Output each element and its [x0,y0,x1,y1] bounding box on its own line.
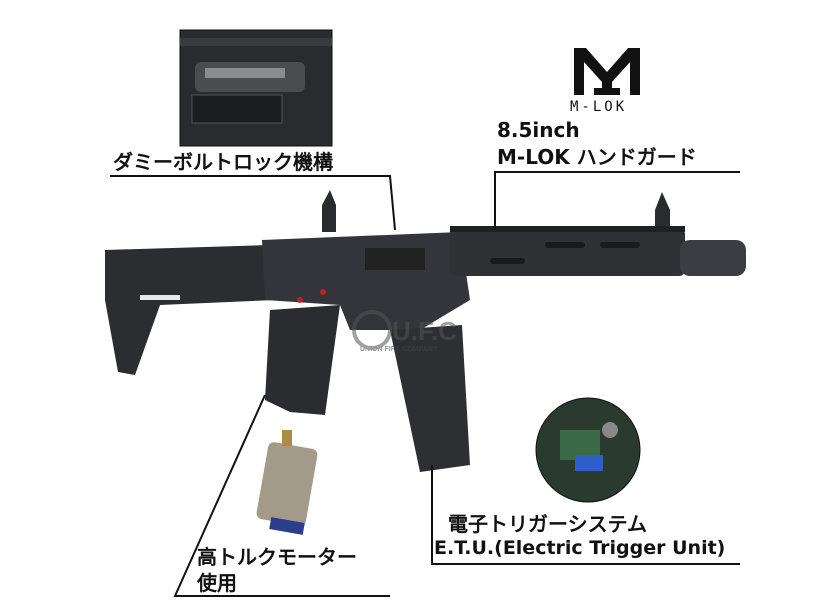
svg-text:UNION FIRE COMPANY: UNION FIRE COMPANY [360,346,438,353]
ufc-watermark: U.F.C UNION FIRE COMPANY [352,310,457,353]
handguard-size-label: 8.5inch [497,118,580,142]
callout-lines [110,171,740,597]
motor-photo [256,430,318,535]
motor-label-2: 使用 [197,571,237,595]
watermark-text: U.F.C [392,316,457,346]
suppressor [680,240,746,276]
bolt-inset-photo [179,29,333,147]
mlok-logo-text: M-LOK [570,99,628,115]
handguard [450,228,685,276]
pistol-grip [265,305,340,415]
magazine [390,325,470,472]
trigger-label-en: E.T.U.(Electric Trigger Unit) [434,537,726,559]
trigger-label-jp: 電子トリガーシステム [448,512,647,536]
stock [105,245,275,375]
etu-inset-photo [535,397,641,503]
motor-label-1: 高トルクモーター [197,545,357,569]
bolt-lock-label: ダミーボルトロック機構 [113,150,333,174]
handguard-label: M-LOK ハンドガード [497,145,697,169]
mlok-logo-icon [574,48,640,95]
